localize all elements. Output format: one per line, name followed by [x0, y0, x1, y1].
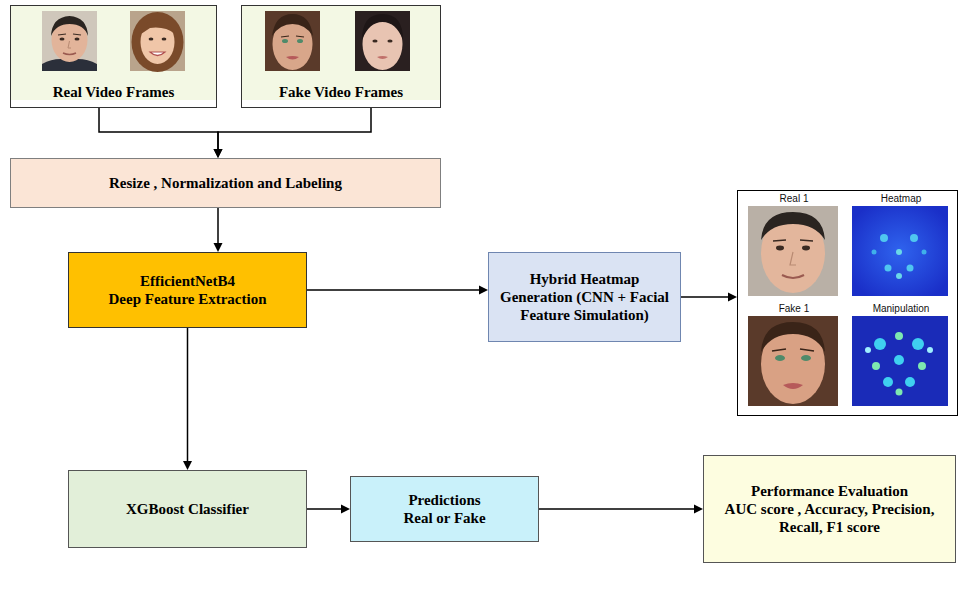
- manipulation-heatmap: [852, 316, 948, 406]
- process-box: Resize , Normalization and Labeling: [10, 158, 441, 208]
- box-heading: Real Video Frames: [53, 83, 175, 101]
- connector-line: [187, 328, 189, 461]
- arrow-head: [479, 286, 488, 295]
- connector: [539, 505, 703, 514]
- connector-line: [307, 289, 479, 291]
- label-holder: Fake 1: [749, 303, 839, 315]
- arrow-head: [728, 293, 737, 302]
- heatmap-image: [852, 206, 948, 296]
- arrow-head: [214, 243, 223, 252]
- input-box: Real Video Frames: [10, 5, 217, 108]
- connector: [183, 328, 192, 470]
- heatmap-panel: Real 1 HeatmapFake 1 Manipulation: [737, 190, 958, 416]
- connector: [214, 208, 223, 252]
- process-box: EfficientNetB4Deep Feature Extraction: [68, 252, 307, 328]
- box-text: Real or Fake: [403, 509, 485, 527]
- connector-line: [217, 208, 219, 243]
- connector-line: [218, 108, 371, 149]
- arrow-head: [214, 149, 223, 158]
- box-heading: XGBoost Classifier: [126, 500, 249, 518]
- box-heading: Fake Video Frames: [279, 83, 403, 101]
- panel-fake-face: [748, 316, 838, 406]
- connector: [99, 108, 222, 158]
- panel-label: Real 1: [749, 193, 839, 205]
- panel-label: Fake 1: [749, 303, 839, 315]
- box-heading: Performance Evaluation: [751, 482, 908, 500]
- box-ground: [10, 5, 217, 100]
- arrow-head: [341, 505, 350, 514]
- box-heading: Resize , Normalization and Labeling: [109, 174, 342, 192]
- connector: [307, 286, 488, 295]
- fake-face: [355, 11, 410, 71]
- arrow-head: [214, 149, 223, 158]
- box-text: Deep Feature Extraction: [108, 290, 266, 308]
- real-face: [130, 11, 185, 72]
- connector: [307, 505, 350, 514]
- arrow-head: [694, 505, 703, 514]
- panel-real-face: [748, 206, 838, 296]
- fake-face: [265, 11, 320, 71]
- connector-line: [539, 508, 694, 510]
- evaluation-box: Performance EvaluationAUC score , Accura…: [703, 455, 956, 563]
- box-heading: Predictions: [408, 491, 480, 509]
- input-box: Fake Video Frames: [241, 5, 441, 108]
- box-ground: [241, 5, 441, 100]
- label-holder: Heatmap: [853, 193, 949, 205]
- box-text: AUC score , Accuracy, Precision, Recall,…: [712, 500, 947, 536]
- connector: [214, 108, 372, 158]
- connector-line: [681, 296, 728, 298]
- process-box: Hybrid Heatmap Generation (CNN + Facial …: [488, 252, 681, 342]
- arrow-head: [183, 461, 192, 470]
- real-face: [42, 11, 97, 71]
- label-holder: Real 1: [749, 193, 839, 205]
- label-holder: Manipulation: [853, 303, 949, 315]
- box-heading: Hybrid Heatmap Generation (CNN + Facial …: [497, 270, 672, 324]
- connector: [681, 293, 737, 302]
- output-box: PredictionsReal or Fake: [350, 476, 539, 542]
- panel-ground: [737, 190, 958, 416]
- connector-line: [99, 108, 218, 149]
- connector-line: [307, 508, 341, 510]
- classifier-box: XGBoost Classifier: [68, 470, 307, 548]
- panel-label: Manipulation: [853, 303, 949, 315]
- box-heading: EfficientNetB4: [140, 272, 235, 290]
- panel-label: Heatmap: [853, 193, 949, 205]
